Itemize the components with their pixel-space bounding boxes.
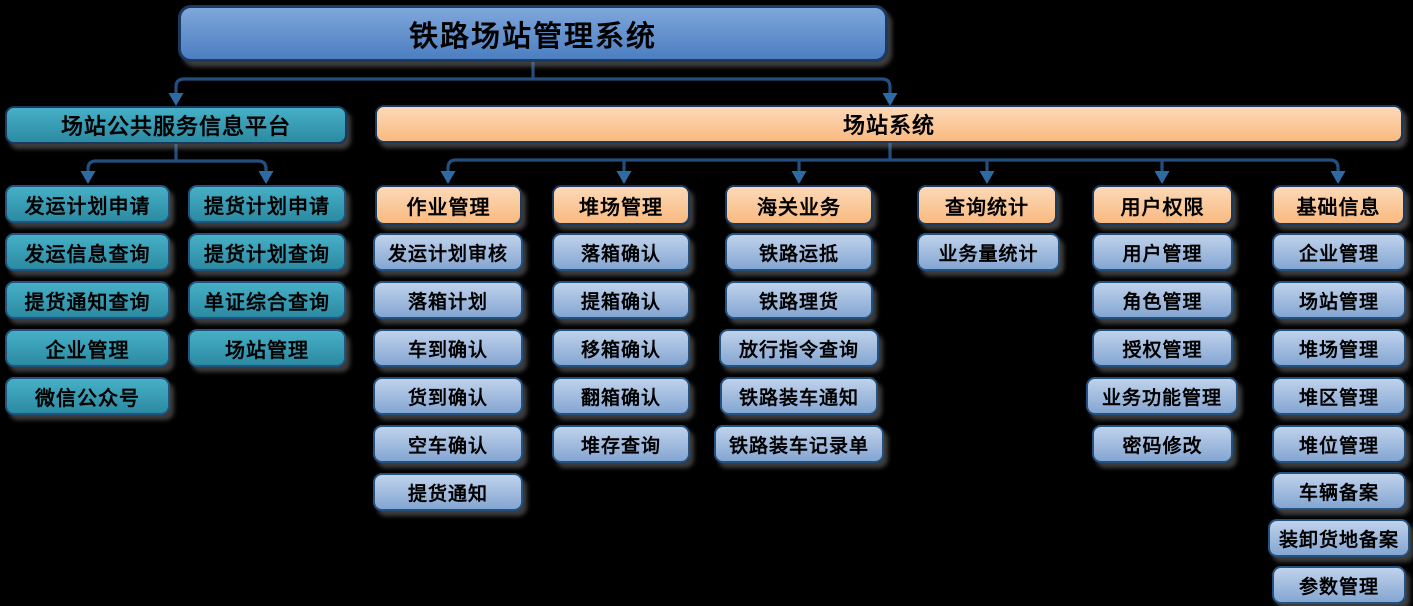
group-header: 查询统计 [917, 185, 1057, 225]
arrowhead-icon [440, 171, 456, 184]
arrowhead-icon [168, 93, 184, 106]
tree-node: 车辆备案 [1272, 472, 1406, 510]
tree-node: 企业管理 [1272, 233, 1406, 271]
arrowhead-icon [979, 171, 995, 184]
group-header: 基础信息 [1272, 185, 1405, 225]
tree-node: 单证综合查询 [188, 281, 346, 319]
tree-node: 发运信息查询 [5, 233, 170, 271]
tree-node: 密码修改 [1092, 425, 1233, 463]
tree-node: 发运计划申请 [5, 185, 170, 223]
group-header: 用户权限 [1092, 185, 1233, 225]
tree-node: 堆位管理 [1272, 425, 1406, 463]
system-header: 场站系统 [375, 105, 1403, 143]
tree-node: 参数管理 [1272, 566, 1406, 604]
tree-node: 提货计划申请 [188, 185, 346, 223]
arrowhead-icon [80, 171, 96, 184]
tree-node: 堆存查询 [552, 425, 690, 463]
tree-node: 提货通知 [373, 473, 523, 511]
tree-node: 落箱计划 [373, 281, 523, 319]
tree-node: 放行指令查询 [719, 329, 879, 367]
tree-node: 装卸货地备案 [1268, 519, 1410, 557]
tree-node: 提箱确认 [552, 281, 690, 319]
group-header: 堆场管理 [552, 185, 690, 225]
tree-node: 堆区管理 [1272, 377, 1406, 415]
tree-node: 业务量统计 [917, 233, 1060, 271]
group-header: 作业管理 [375, 185, 522, 225]
arrowhead-icon [791, 171, 807, 184]
tree-node: 空车确认 [373, 425, 523, 463]
group-header: 海关业务 [725, 185, 873, 225]
diagram-title: 铁路场站管理系统 [178, 5, 888, 62]
arrowhead-icon [1154, 171, 1170, 184]
tree-node: 移箱确认 [552, 329, 690, 367]
tree-node: 授权管理 [1092, 329, 1233, 367]
arrowhead-icon [882, 93, 898, 106]
tree-node: 角色管理 [1092, 281, 1233, 319]
tree-node: 铁路装车记录单 [714, 425, 884, 463]
platform-header: 场站公共服务信息平台 [5, 106, 347, 144]
arrowhead-icon [1330, 171, 1346, 184]
arrowhead-icon [258, 171, 274, 184]
tree-node: 用户管理 [1092, 233, 1233, 271]
tree-node: 微信公众号 [5, 377, 170, 415]
tree-node: 铁路运抵 [725, 233, 873, 271]
tree-node: 铁路装车通知 [720, 377, 878, 415]
tree-node: 提货通知查询 [5, 281, 170, 319]
tree-node: 企业管理 [5, 329, 170, 367]
tree-node: 场站管理 [1272, 281, 1406, 319]
arrowhead-icon [616, 171, 632, 184]
tree-node: 场站管理 [188, 329, 346, 367]
tree-node: 提货计划查询 [188, 233, 346, 271]
tree-node: 堆场管理 [1272, 329, 1406, 367]
tree-node: 发运计划审核 [373, 233, 523, 271]
tree-node: 车到确认 [373, 329, 523, 367]
tree-node: 货到确认 [373, 377, 523, 415]
tree-node: 落箱确认 [552, 233, 690, 271]
tree-node: 业务功能管理 [1086, 377, 1238, 415]
tree-node: 铁路理货 [725, 281, 873, 319]
tree-node: 翻箱确认 [552, 377, 690, 415]
